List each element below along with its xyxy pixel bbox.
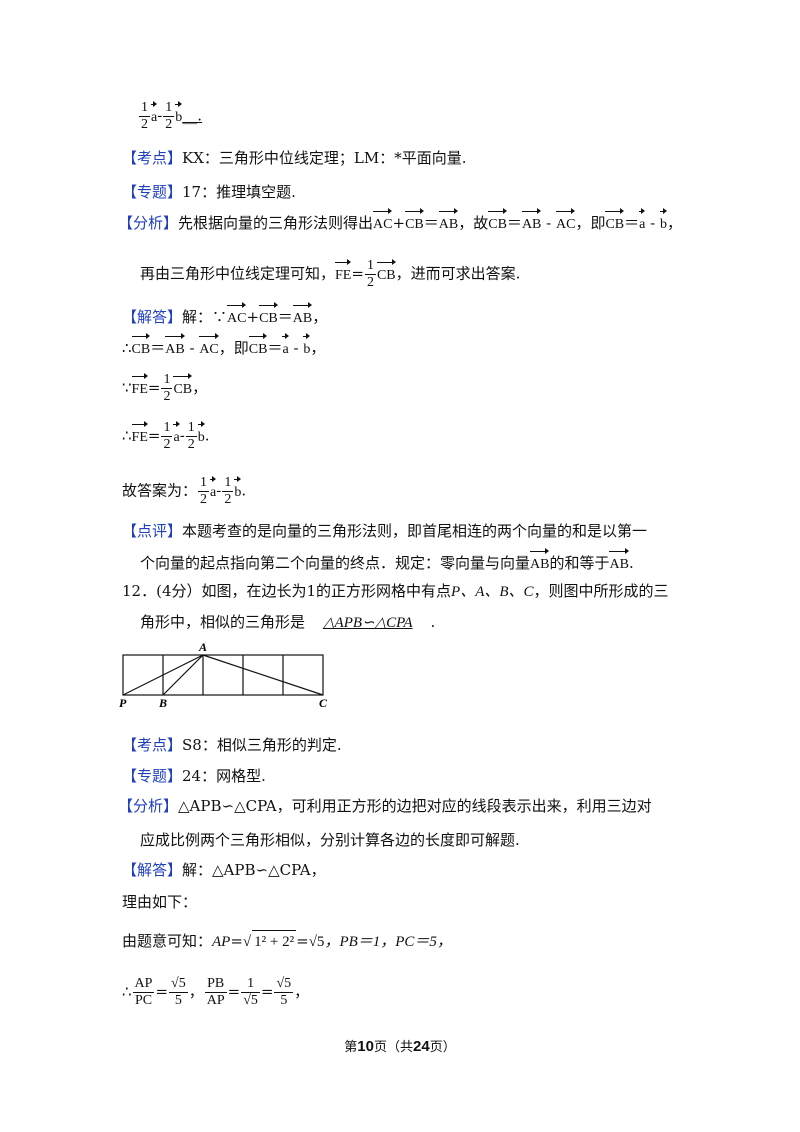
q11-jieda: 【解答】解：∵AC+CB＝AB，: [122, 302, 327, 330]
q12-fenxi-1: 【分析】△APB∽△CPA，可利用正方形的边把对应的线段表示出来，利用三边对: [118, 797, 652, 815]
label-C: C: [319, 696, 328, 710]
label-P: P: [119, 696, 127, 710]
page-footer: 第10页（共24页）: [344, 1038, 456, 1055]
grid-border: [122, 654, 324, 696]
q12-stem-2: 角形中，相似的三角形是△APB∽△CPA.: [140, 613, 436, 631]
page-total: 24: [413, 1038, 430, 1055]
q12-jieda: 【解答】解：△APB∽△CPA，: [122, 861, 326, 879]
kaodian-tag: 【考点】: [122, 149, 183, 167]
q12-kaodian: 【考点】S8：相似三角形的判定.: [122, 736, 342, 754]
q12-reason: 理由如下：: [122, 893, 198, 911]
label-A: A: [198, 640, 207, 654]
label-B: B: [158, 696, 167, 710]
q12-zhuanti: 【专题】24：网格型.: [122, 767, 266, 785]
page-number: 10: [357, 1038, 374, 1055]
fenxi-tag: 【分析】: [118, 214, 179, 232]
vector-b: b: [175, 100, 183, 129]
dianping-tag: 【点评】: [122, 522, 183, 540]
q11-kaodian: 【考点】KX：三角形中位线定理；LM：*平面向量.: [122, 149, 467, 167]
q12-calc: 由题意可知：AP=√1² + 2²=√5，PB＝1，PC＝5，: [122, 930, 452, 953]
q12-stem-1: 12．(4分）如图，在边长为1的正方形网格中有点P、A、B、C，则图中所形成的三: [122, 582, 669, 600]
q11-dianping-1: 【点评】本题考查的是向量的三角形法则，即首尾相连的两个向量的和是以第一: [122, 522, 648, 540]
grid-figure: A P B C: [119, 640, 328, 710]
q11-zhuanti: 【专题】17：推理填空题.: [122, 183, 296, 201]
zhuanti-tag: 【专题】: [122, 183, 183, 201]
q12-answer: △APB∽△CPA: [323, 615, 413, 631]
q11-fenxi-1: 【分析】先根据向量的三角形法则得出AC+CB＝AB，故CB＝AB - AC，即C…: [118, 208, 682, 236]
segment-AC: [202, 654, 324, 696]
jieda-tag: 【解答】: [122, 308, 183, 326]
segment-BA: [162, 654, 204, 696]
q11-step-2: ∴CB＝AB - AC，即CB＝a - b，: [122, 333, 325, 361]
q12-fenxi-2: 应成比例两个三角形相似，分别计算各边的长度即可解题.: [140, 831, 520, 849]
q11-dianping-2: 个向量的起点指向第二个向量的终点．规定：零向量与向量AB的和等于AB.: [140, 548, 634, 576]
vector-a: a: [151, 100, 158, 129]
segment-PA: [122, 654, 204, 696]
